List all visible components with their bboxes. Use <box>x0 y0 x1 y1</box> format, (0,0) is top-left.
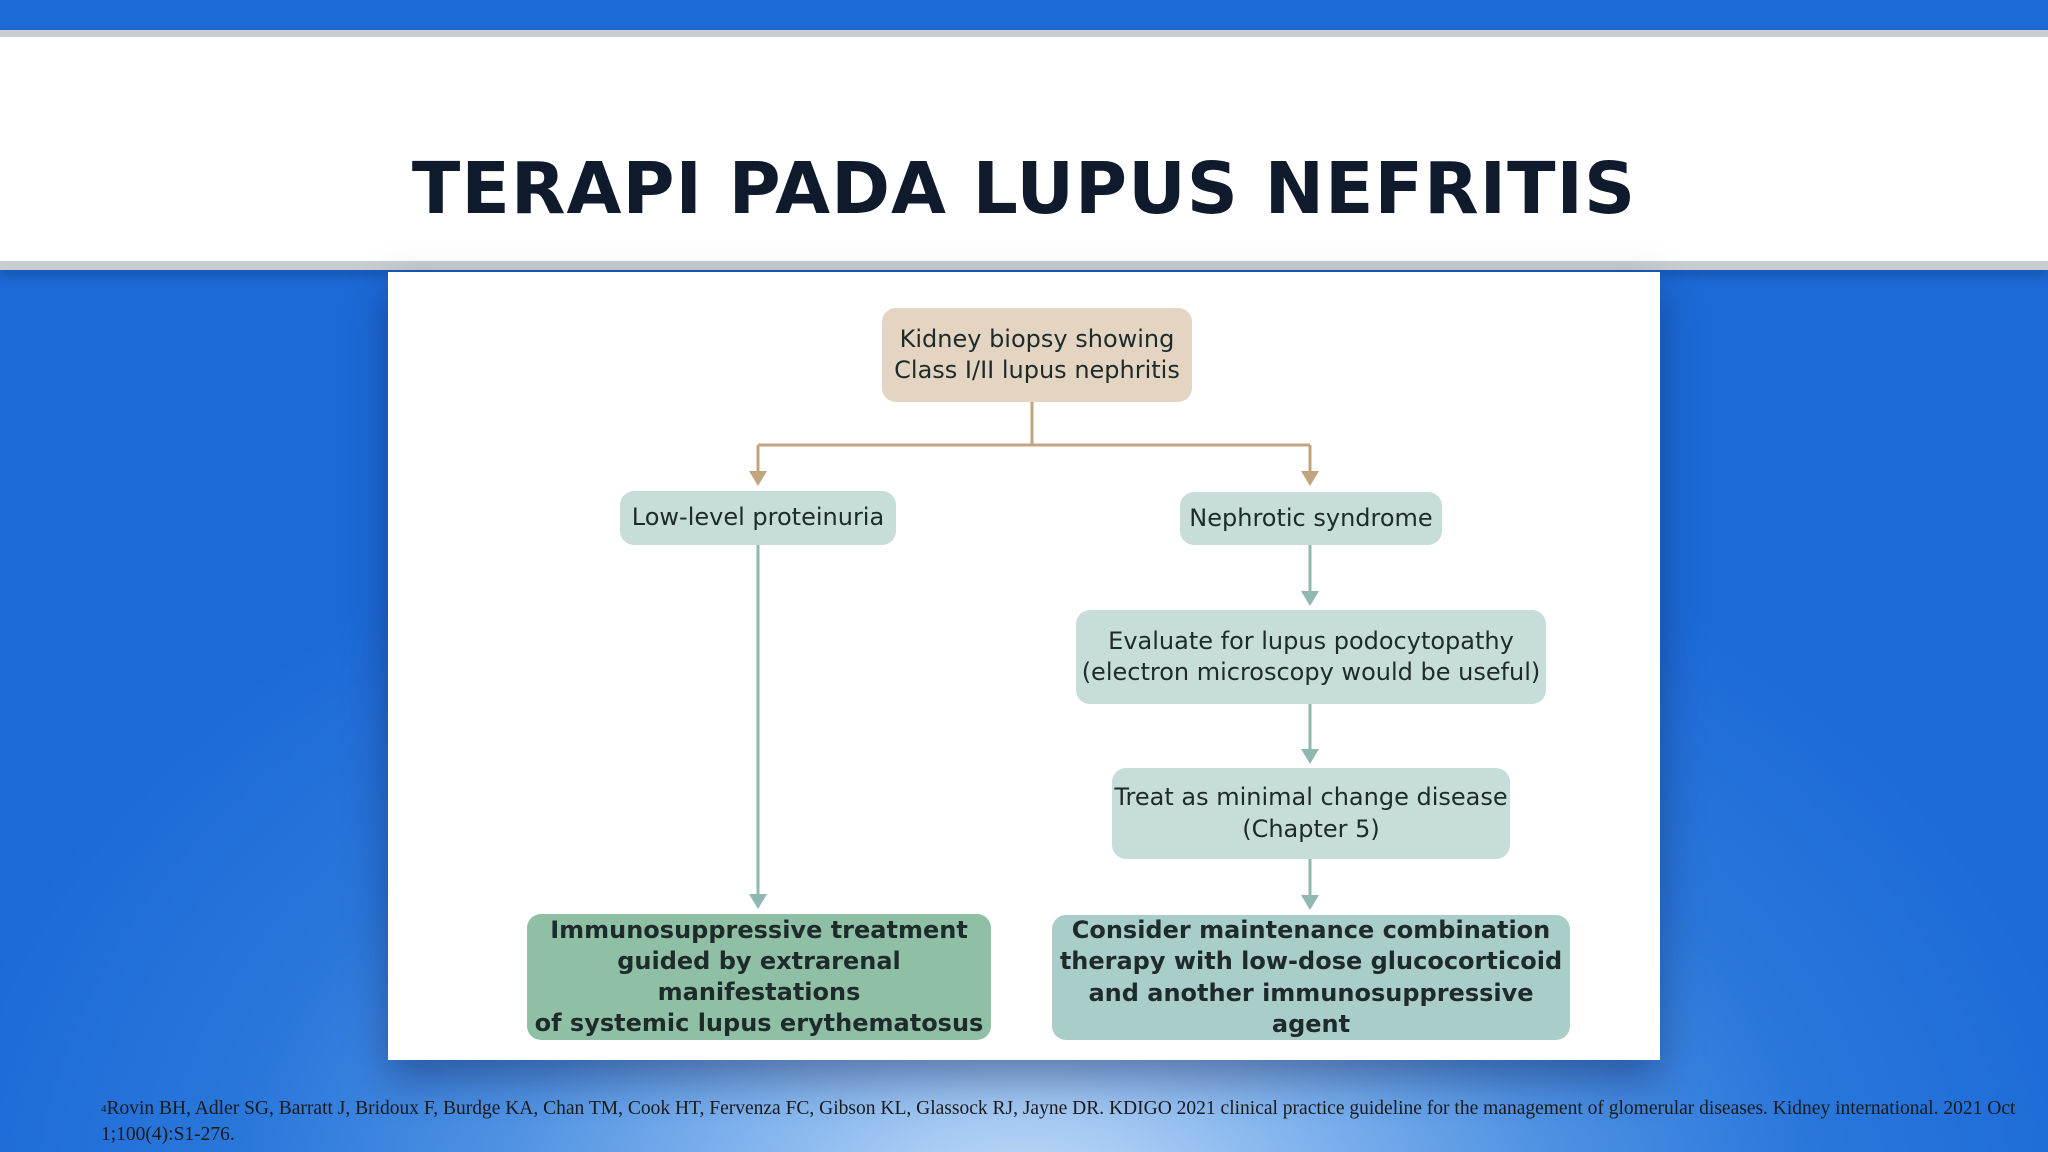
footnote-marker: 4 <box>101 1103 107 1115</box>
reference-footnote: 4Rovin BH, Adler SG, Barratt J, Bridoux … <box>101 1096 2031 1148</box>
node-nephrotic-syndrome: Nephrotic syndrome <box>1180 492 1442 545</box>
footnote-text: Rovin BH, Adler SG, Barratt J, Bridoux F… <box>101 1098 2016 1145</box>
node-maintenance-combination: Consider maintenance combination therapy… <box>1052 915 1570 1040</box>
node-treat-minimal-change: Treat as minimal change disease (Chapter… <box>1112 768 1510 859</box>
header-band <box>0 30 2048 270</box>
node-low-level-proteinuria: Low-level proteinuria <box>620 491 896 545</box>
slide-title: TERAPI PADA LUPUS NEFRITIS <box>411 147 1637 230</box>
node-kidney-biopsy: Kidney biopsy showing Class I/II lupus n… <box>882 308 1192 402</box>
arrowhead-to-maintenance <box>1301 895 1319 910</box>
flowchart-figure: Kidney biopsy showing Class I/II lupus n… <box>388 272 1660 1060</box>
arrowhead-to-evaluate <box>1301 591 1319 606</box>
arrowhead-to-low-proteinuria <box>749 471 767 486</box>
arrowhead-to-immunosuppressive <box>749 894 767 909</box>
node-evaluate-podocytopathy: Evaluate for lupus podocytopathy (electr… <box>1076 610 1546 704</box>
node-immunosuppressive-treatment: Immunosuppressive treatment guided by ex… <box>527 914 991 1040</box>
top-accent-stripe <box>0 0 2048 30</box>
arrowhead-to-treat <box>1301 749 1319 764</box>
arrowhead-to-nephrotic <box>1301 471 1319 486</box>
flowchart-connectors <box>749 402 1319 910</box>
